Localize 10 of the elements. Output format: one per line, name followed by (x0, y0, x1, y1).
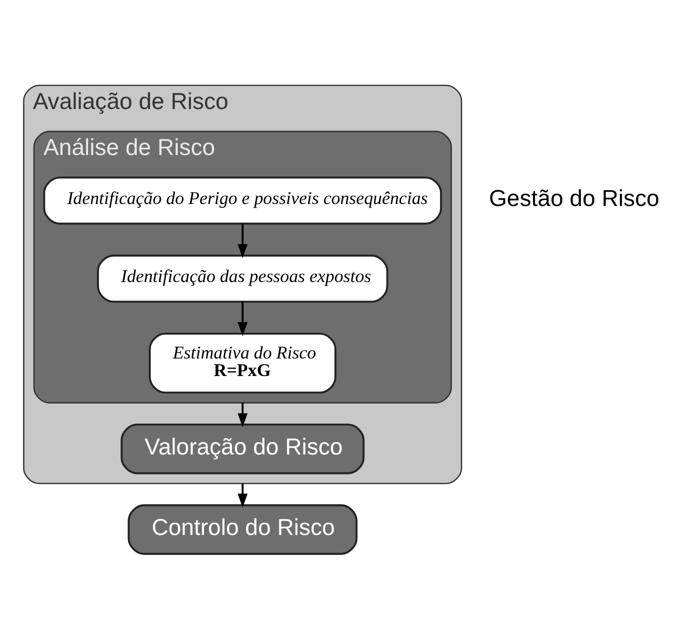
node-box: Identificação das pessoas expostos (97, 254, 388, 302)
node-box: Valoração do Risco (120, 423, 365, 474)
label: Gestão do Risco (489, 184, 660, 211)
node-box: Controlo do Risco (128, 504, 358, 554)
node-box: Estimativa do Risco R=PxG (148, 332, 336, 394)
arrow (238, 402, 248, 427)
arrow (238, 223, 248, 258)
arrow (238, 482, 248, 508)
arrow (238, 301, 248, 336)
node-box: Identificação do Perigo e possiveis consequências (43, 176, 442, 224)
